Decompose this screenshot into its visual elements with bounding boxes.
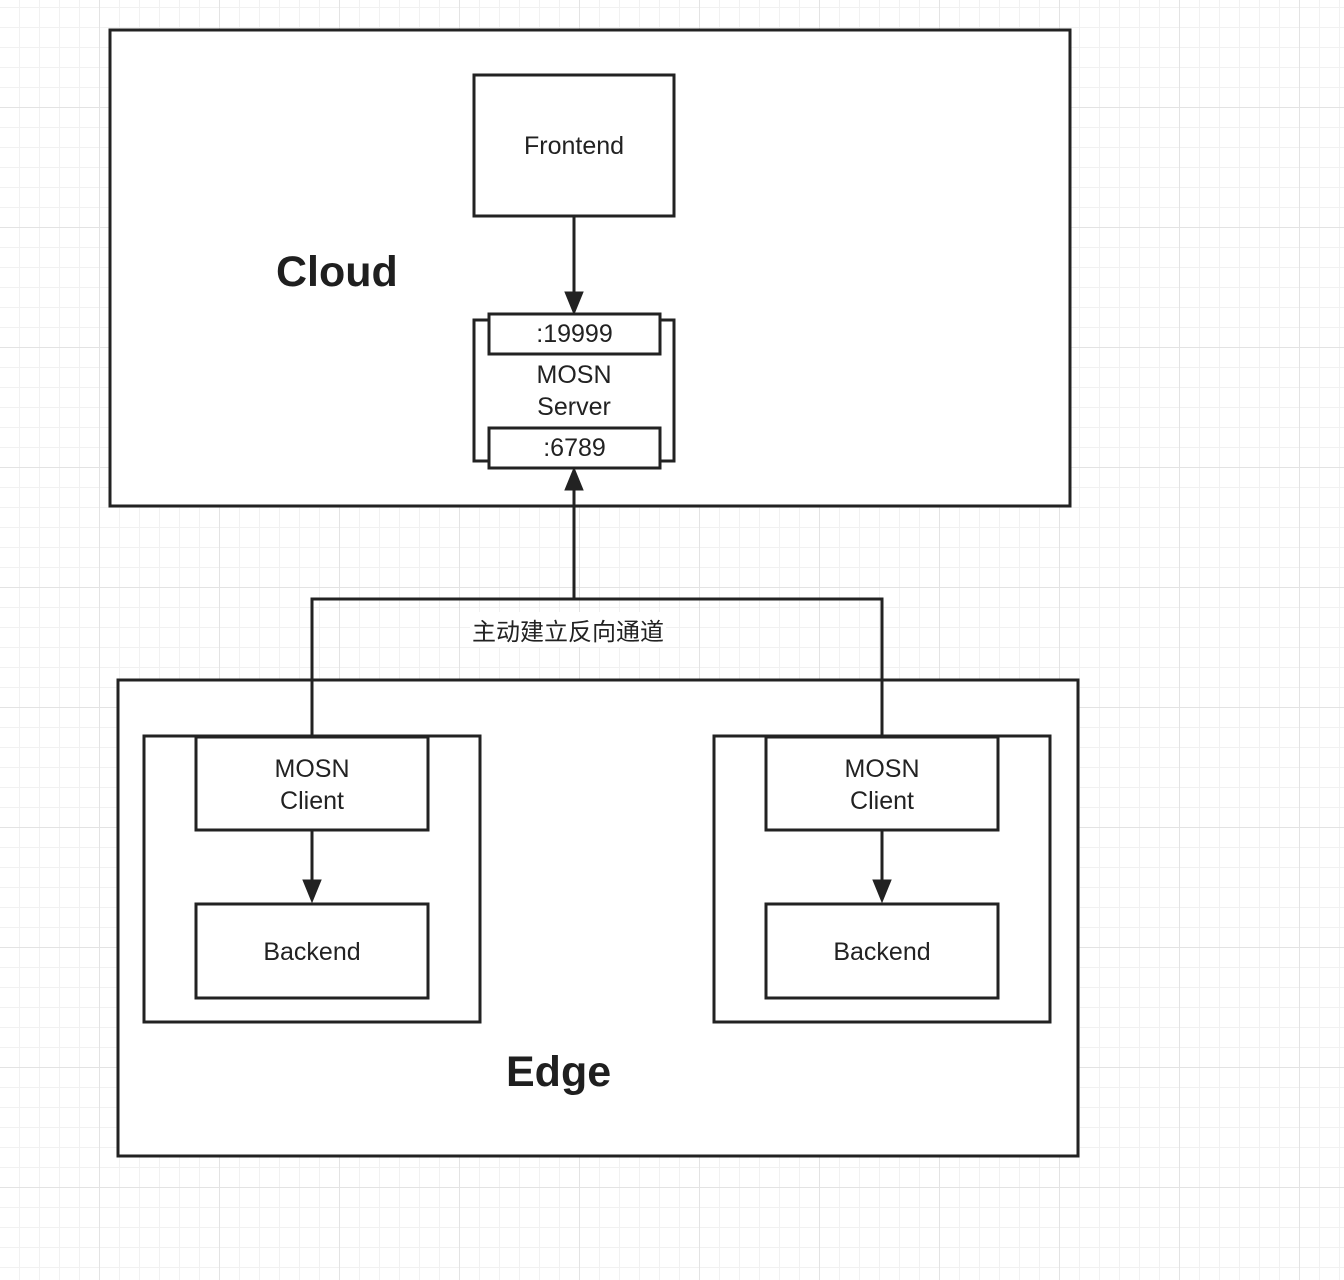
edge-region-label: Edge [506, 1048, 612, 1096]
right-backend-label: Backend [833, 938, 931, 966]
right-client-line2: Client [850, 787, 914, 815]
tunnel-label: 主动建立反向通道 [470, 612, 666, 647]
tunnel-to-server-arrowhead [564, 466, 584, 491]
left-backend-box[interactable] [194, 902, 430, 1000]
tunnel-connector-line [310, 597, 884, 737]
frontend-label: Frontend [523, 132, 625, 160]
cloud-region-label: Cloud [276, 248, 398, 296]
left-client-line1: MOSN [274, 755, 350, 783]
server-port-bottom-box[interactable] [487, 426, 662, 470]
left-client-to-backend-arrowhead [302, 879, 322, 904]
right-client-line1: MOSN [844, 755, 920, 783]
server-port-bottom-label: :6789 [543, 434, 606, 462]
left-mosn-client-box[interactable] [194, 735, 430, 832]
frontend-box[interactable] [472, 73, 676, 218]
right-backend-box[interactable] [764, 902, 1000, 1000]
server-title-line2: Server [537, 393, 611, 421]
right-client-to-backend-arrowhead [872, 879, 892, 904]
server-title-line1: MOSN [536, 361, 612, 389]
left-client-line2: Client [280, 787, 344, 815]
left-backend-label: Backend [263, 938, 361, 966]
server-port-top-label: :19999 [536, 320, 613, 348]
right-mosn-client-box[interactable] [764, 735, 1000, 832]
frontend-to-server-arrowhead [564, 291, 584, 316]
